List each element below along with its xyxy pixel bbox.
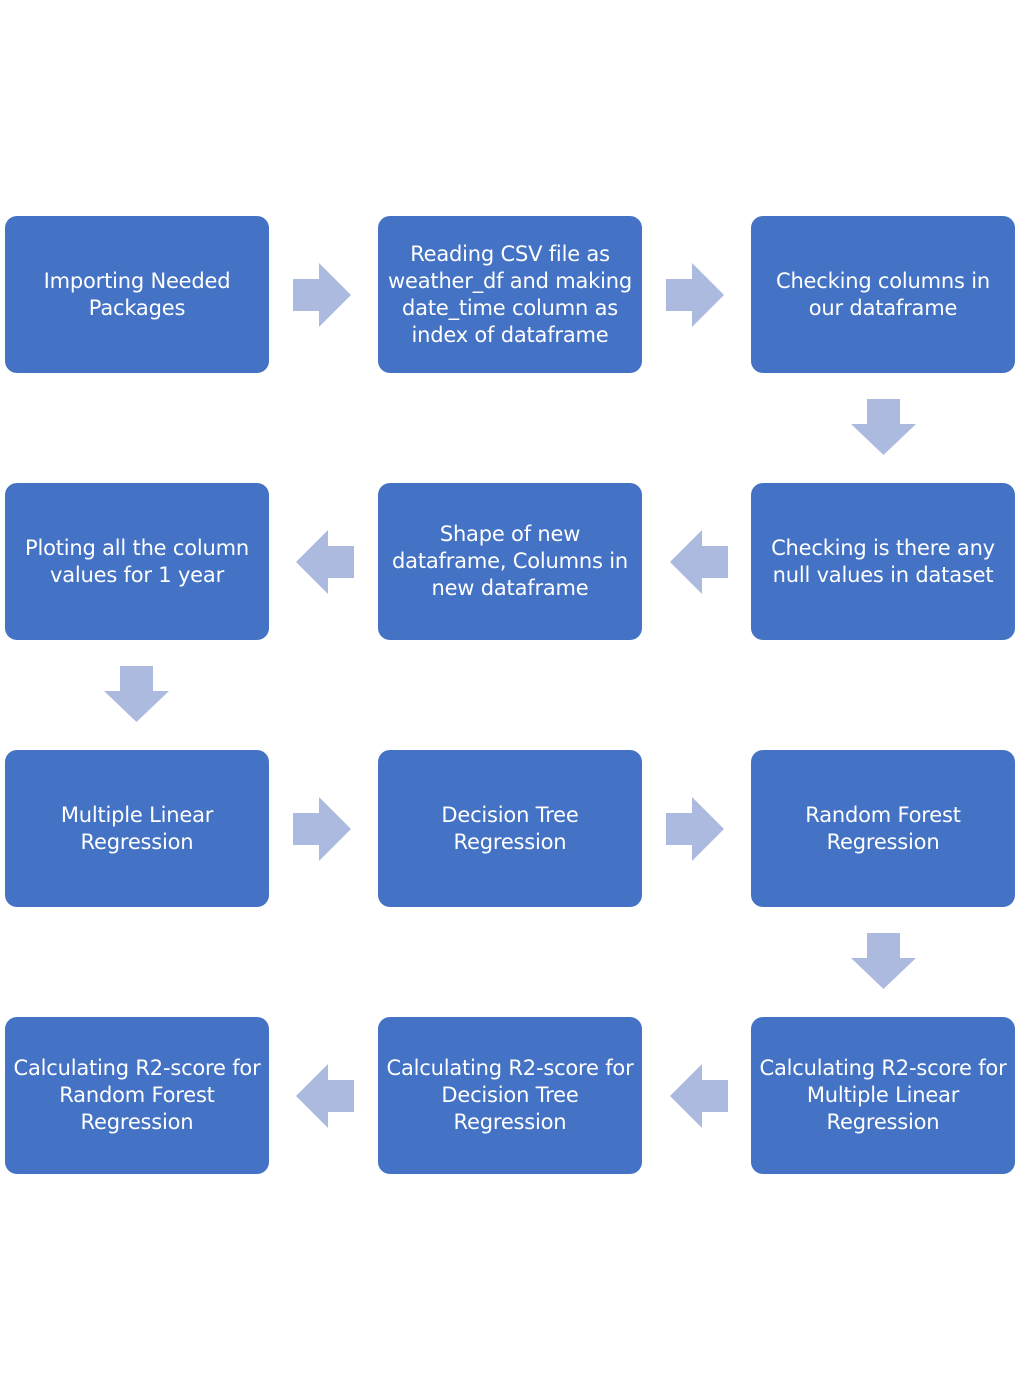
arrow-left-icon <box>670 1064 728 1128</box>
step-label: Calculating R2-score for Multiple Linear… <box>759 1056 1007 1134</box>
step-checking-null-values: Checking is there any null values in dat… <box>751 483 1015 640</box>
step-label: Decision Tree Regression <box>441 802 579 854</box>
step-label: Importing Needed Packages <box>43 268 231 320</box>
arrow-down-icon <box>851 399 916 455</box>
step-label: Checking is there any null values in dat… <box>771 535 995 587</box>
arrow-left-icon <box>296 530 354 594</box>
step-r2-random-forest: Calculating R2-score for Random Forest R… <box>5 1017 269 1174</box>
arrow-left-icon <box>670 530 728 594</box>
arrow-right-icon <box>293 797 351 861</box>
step-r2-multiple-linear: Calculating R2-score for Multiple Linear… <box>751 1017 1015 1174</box>
step-random-forest-regression: Random Forest Regression <box>751 750 1015 907</box>
step-multiple-linear-regression: Multiple Linear Regression <box>5 750 269 907</box>
step-shape-new-dataframe: Shape of new dataframe, Columns in new d… <box>378 483 642 640</box>
arrow-right-icon <box>666 797 724 861</box>
step-label: Random Forest Regression <box>805 802 961 854</box>
step-label: Ploting all the column values for 1 year <box>25 535 249 587</box>
step-checking-columns: Checking columns in our dataframe <box>751 216 1015 373</box>
step-label: Multiple Linear Regression <box>60 802 214 854</box>
step-importing-packages: Importing Needed Packages <box>5 216 269 373</box>
step-label: Calculating R2-score for Decision Tree R… <box>386 1056 634 1134</box>
step-label: Checking columns in our dataframe <box>775 268 990 320</box>
step-label: Calculating R2-score for Random Forest R… <box>13 1056 261 1134</box>
step-ploting-columns: Ploting all the column values for 1 year <box>5 483 269 640</box>
arrow-right-icon <box>293 263 351 327</box>
arrow-right-icon <box>666 263 724 327</box>
step-decision-tree-regression: Decision Tree Regression <box>378 750 642 907</box>
arrow-down-icon <box>104 666 169 722</box>
step-reading-csv: Reading CSV file as weather_df and makin… <box>378 216 642 373</box>
step-label: Shape of new dataframe, Columns in new d… <box>392 522 628 600</box>
step-label: Reading CSV file as weather_df and makin… <box>388 241 632 347</box>
step-r2-decision-tree: Calculating R2-score for Decision Tree R… <box>378 1017 642 1174</box>
arrow-down-icon <box>851 933 916 989</box>
arrow-left-icon <box>296 1064 354 1128</box>
